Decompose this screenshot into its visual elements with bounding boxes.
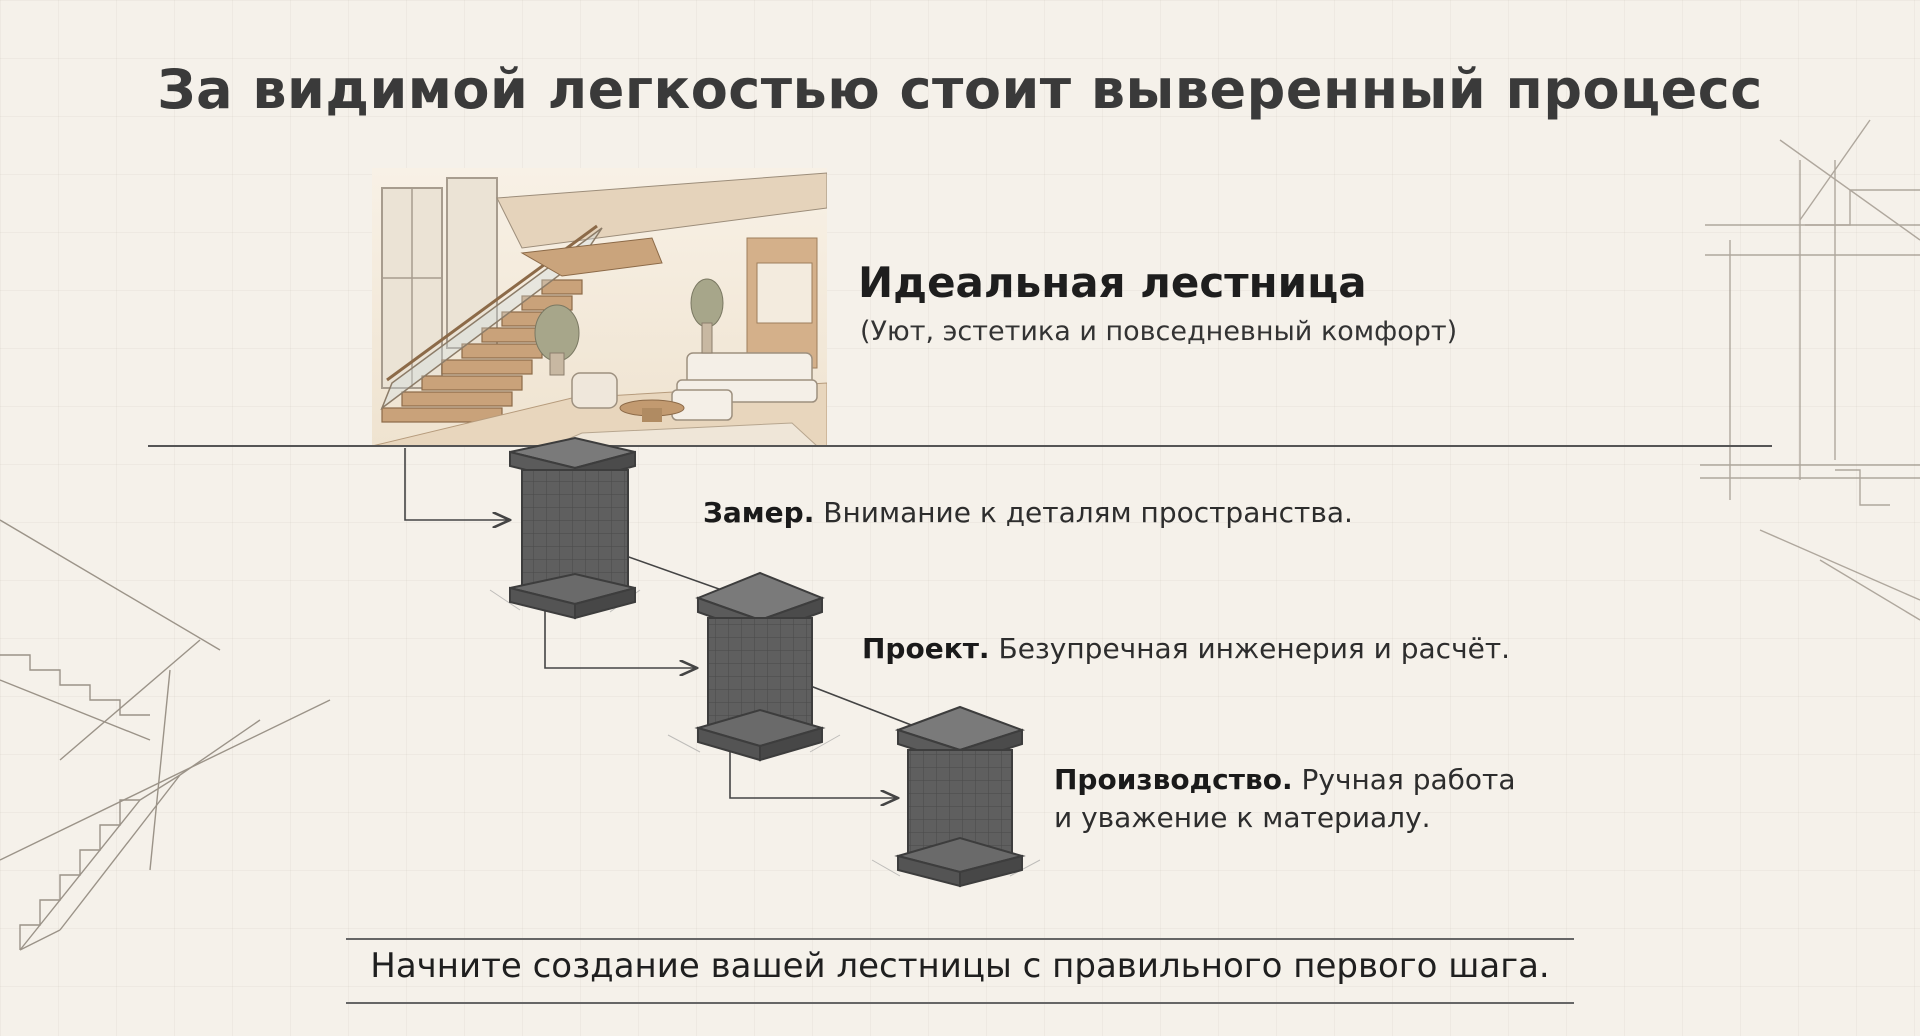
footer-call-to-action: Начните создание вашей лестницы с правил… xyxy=(370,946,1550,986)
right-architectural-sketch xyxy=(1700,119,1920,621)
step-design: Проект. Безупречная инженерия и расчёт. xyxy=(862,630,1510,668)
page-title: За видимой легкостью стоит выверенный пр… xyxy=(157,58,1763,121)
hero-subtitle: (Уют, эстетика и повседневный комфорт) xyxy=(860,316,1458,347)
left-stair-sketch xyxy=(0,519,331,951)
pillar-2 xyxy=(667,571,841,762)
step-production-name: Производство. xyxy=(1054,763,1293,796)
step-production-line-1: Производство. Ручная работа xyxy=(1054,761,1516,799)
pillar-3 xyxy=(871,705,1041,888)
step-production-description-line-2: и уважение к материалу. xyxy=(1054,801,1431,834)
step-measurement-name: Замер. xyxy=(703,496,815,529)
arrow-to-pillar-3 xyxy=(729,748,898,798)
footer-rule-bottom xyxy=(346,1002,1574,1004)
step-design-description: Безупречная инженерия и расчёт. xyxy=(998,632,1511,665)
step-design-name: Проект. xyxy=(862,632,990,665)
arrow-to-pillar-2 xyxy=(544,610,697,668)
arrow-to-pillar-1 xyxy=(404,448,510,520)
pillar-1 xyxy=(489,436,641,620)
hero-title: Идеальная лестница xyxy=(858,258,1367,307)
footer-rule-top xyxy=(346,938,1574,940)
ground-line xyxy=(148,445,1772,447)
step-measurement: Замер. Внимание к деталям пространства. xyxy=(703,494,1353,532)
step-measurement-description: Внимание к деталям пространства. xyxy=(823,496,1353,529)
step-production-description-line-1: Ручная работа xyxy=(1301,763,1516,796)
step-production: Производство. Ручная работа и уважение к… xyxy=(1054,761,1516,837)
staircase-interior-illustration xyxy=(372,168,827,446)
